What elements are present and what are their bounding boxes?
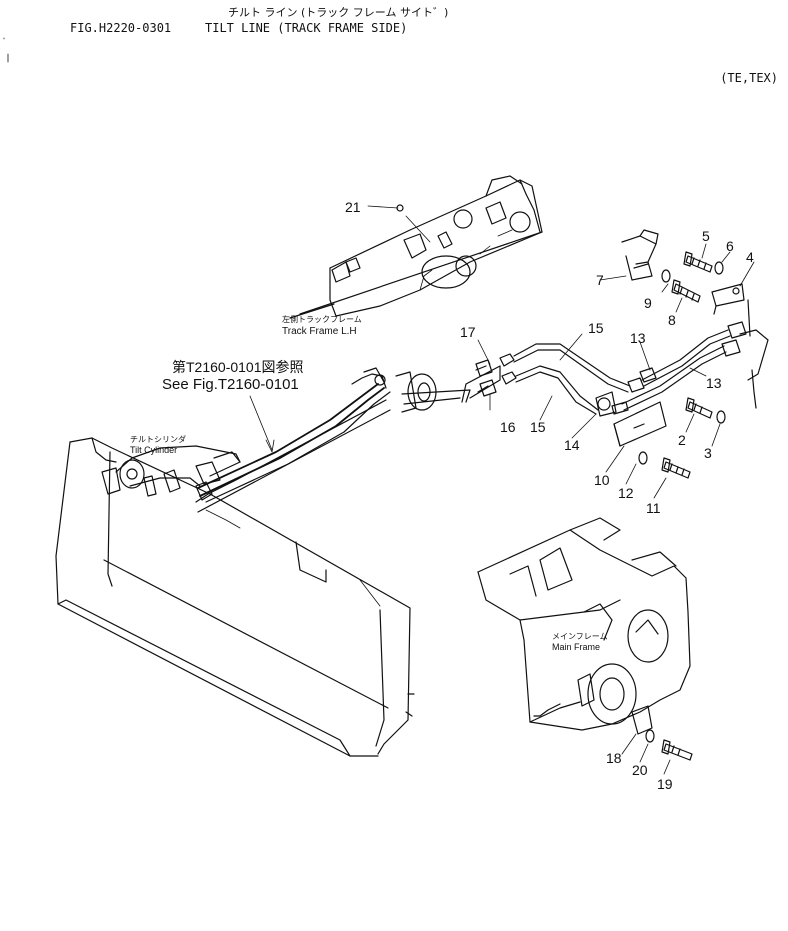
leader-lines xyxy=(249,205,755,775)
part-number: 2 xyxy=(678,432,686,448)
part-numbers: 21 5 6 4 7 9 8 15 17 13 13 16 15 14 2 3 … xyxy=(345,199,754,792)
part-number: 13 xyxy=(630,330,646,346)
part-number: 18 xyxy=(606,750,622,766)
see-fig-label: See Fig.T2160-0101 xyxy=(162,376,299,393)
part-number: 13 xyxy=(706,375,722,391)
diagram-title: TILT LINE (TRACK FRAME SIDE) xyxy=(205,21,408,35)
figure-number: FIG.H2220-0301 xyxy=(70,21,172,35)
part-number: 7 xyxy=(596,272,604,288)
hose-lines xyxy=(195,367,391,503)
part-number: 16 xyxy=(500,419,516,435)
main-frame-label-jp: メインフレーム xyxy=(552,632,608,641)
tilt-cylinder-label-jp: チルトシリンダ xyxy=(130,434,186,444)
diagram-title-jp: チルト ライン (トラック フレーム サイト゛) xyxy=(228,6,449,19)
part-number: 9 xyxy=(644,295,652,311)
main-frame xyxy=(477,517,691,731)
part-number: 14 xyxy=(564,437,580,453)
part-number: 3 xyxy=(704,445,712,461)
component-labels: 左側トラックフレーム Track Frame L.H 第T2160-0101図参… xyxy=(130,314,608,652)
tilt-cylinder-label: Tilt Cylinder xyxy=(130,445,177,455)
part-number: 10 xyxy=(594,472,610,488)
tilt-cylinder xyxy=(101,445,241,497)
part-number: 8 xyxy=(668,312,676,328)
part-number: 15 xyxy=(588,320,604,336)
middle-hoses xyxy=(461,343,645,417)
part-number: 21 xyxy=(345,199,361,215)
part-number: 12 xyxy=(618,485,634,501)
part-number: 5 xyxy=(702,228,710,244)
part-number: 19 xyxy=(657,776,673,792)
track-frame-label: Track Frame L.H xyxy=(282,326,357,337)
main-frame-label: Main Frame xyxy=(552,642,600,652)
track-frame-label-jp: 左側トラックフレーム xyxy=(282,314,362,324)
part-number: 6 xyxy=(726,238,734,254)
right-hoses xyxy=(613,229,769,447)
dozer-blade xyxy=(55,371,471,757)
model-code: (TE,TEX) xyxy=(720,71,778,85)
track-frame-lh xyxy=(289,175,543,319)
part-number: 11 xyxy=(646,500,661,516)
see-fig-label-jp: 第T2160-0101図参照 xyxy=(172,359,304,375)
part-number: 20 xyxy=(632,762,648,778)
part-number: 15 xyxy=(530,419,546,435)
part-number: 4 xyxy=(746,249,754,265)
part-number: 17 xyxy=(460,324,476,340)
bolts xyxy=(631,251,726,761)
